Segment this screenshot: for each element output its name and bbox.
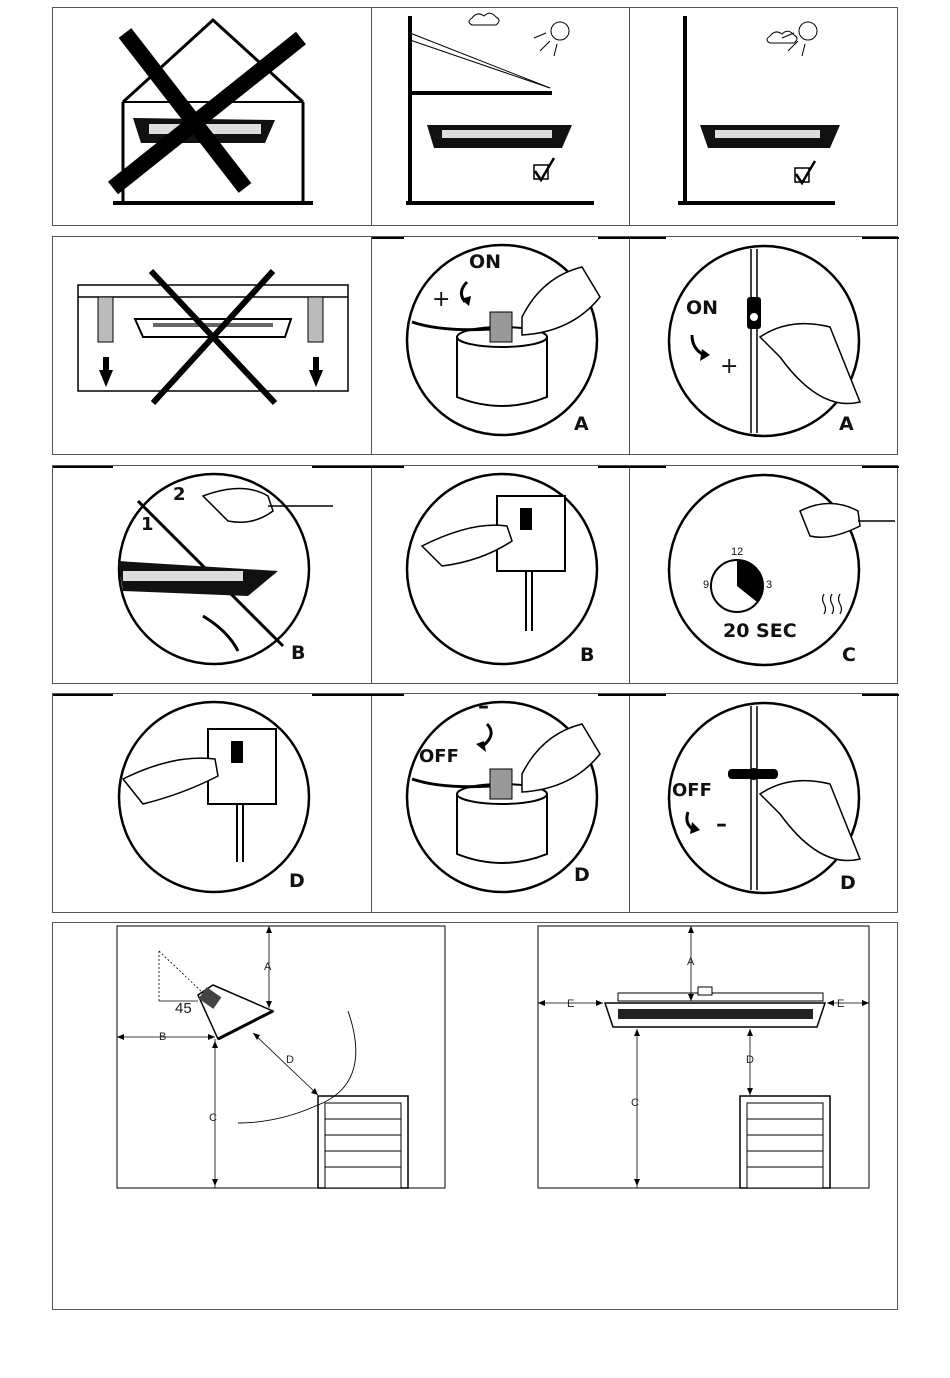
angled-mount-clearance bbox=[117, 926, 445, 1188]
angle-label: 45 bbox=[175, 1000, 192, 1017]
panel-indoor-forbidden bbox=[53, 8, 372, 225]
regulator-off-illustration bbox=[372, 694, 630, 914]
dimension-d-label: D bbox=[286, 1054, 294, 1066]
row-turn-off: D – OFF D OF bbox=[52, 693, 898, 913]
checkmark-icon bbox=[796, 161, 815, 183]
plus-label: + bbox=[720, 354, 738, 379]
indoor-forbidden-illustration bbox=[53, 8, 372, 227]
step-number-1: 1 bbox=[141, 514, 154, 535]
dimension-a-label: A bbox=[264, 961, 272, 973]
step-letter-d: D bbox=[574, 864, 590, 886]
step-letter-a: A bbox=[574, 413, 589, 435]
panel-switch-ignition: B bbox=[372, 466, 630, 683]
step-letter-b: B bbox=[291, 642, 305, 664]
valve-off-illustration bbox=[630, 694, 899, 914]
sheltered-ok-illustration bbox=[372, 8, 630, 227]
wall-ok-illustration bbox=[630, 8, 899, 227]
off-label: OFF bbox=[419, 746, 459, 767]
panel-hold-20-sec: 12 9 3 20 SEC C bbox=[630, 466, 899, 683]
duration-label: 20 SEC bbox=[723, 620, 797, 642]
clearance-diagrams: 45 A B C D bbox=[53, 923, 899, 1311]
dimension-c-label: C bbox=[209, 1112, 217, 1124]
row-ignition: 1 2 B B 12 9 3 20 SEC C bbox=[52, 465, 898, 684]
step-letter-d: D bbox=[840, 872, 856, 894]
panel-regulator-on: ON + A bbox=[372, 237, 630, 454]
manual-ignition-illustration bbox=[53, 466, 372, 685]
panel-sheltered-ok bbox=[372, 8, 630, 225]
checkmark-icon bbox=[535, 158, 554, 180]
dimension-b-label: B bbox=[159, 1031, 166, 1043]
panel-no-obstruction bbox=[53, 237, 372, 454]
minus-label: – bbox=[478, 694, 489, 719]
step-letter-a: A bbox=[839, 413, 854, 435]
row-installation-location bbox=[52, 7, 898, 226]
step-letter-c: C bbox=[842, 644, 856, 666]
dimension-c-label: C bbox=[631, 1097, 639, 1109]
panel-regulator-off: – OFF D bbox=[372, 694, 630, 912]
valve-on-illustration bbox=[630, 237, 899, 456]
ceiling-mount-clearance bbox=[538, 926, 869, 1188]
switch-off-illustration bbox=[53, 694, 372, 914]
off-label: OFF bbox=[672, 780, 712, 801]
panel-valve-on: ON + A bbox=[630, 237, 899, 454]
dimension-e-label: E bbox=[567, 998, 574, 1010]
panel-switch-off: D bbox=[53, 694, 372, 912]
clock-label-3: 3 bbox=[766, 579, 772, 591]
dimension-a-label: A bbox=[687, 956, 695, 968]
clock-label-12: 12 bbox=[731, 546, 743, 558]
dimension-d-label: D bbox=[746, 1054, 754, 1066]
step-letter-b: B bbox=[580, 644, 594, 666]
hold-timer-illustration bbox=[630, 466, 899, 685]
clock-label-9: 9 bbox=[703, 579, 709, 591]
step-letter-d: D bbox=[289, 870, 305, 892]
plus-label: + bbox=[432, 287, 450, 312]
on-label: ON bbox=[686, 297, 718, 319]
panel-manual-ignition: 1 2 B bbox=[53, 466, 372, 683]
on-label: ON bbox=[469, 251, 501, 273]
minus-label: – bbox=[716, 812, 727, 837]
panel-valve-off: OFF – D bbox=[630, 694, 899, 912]
row-clearance-dimensions: 45 A B C D bbox=[52, 922, 898, 1310]
dimension-e-label: E bbox=[837, 998, 844, 1010]
no-obstruction-illustration bbox=[53, 237, 372, 456]
panel-wall-ok bbox=[630, 8, 899, 225]
row-turn-on-gas: ON + A ON + A bbox=[52, 236, 898, 455]
step-number-2: 2 bbox=[173, 484, 186, 505]
